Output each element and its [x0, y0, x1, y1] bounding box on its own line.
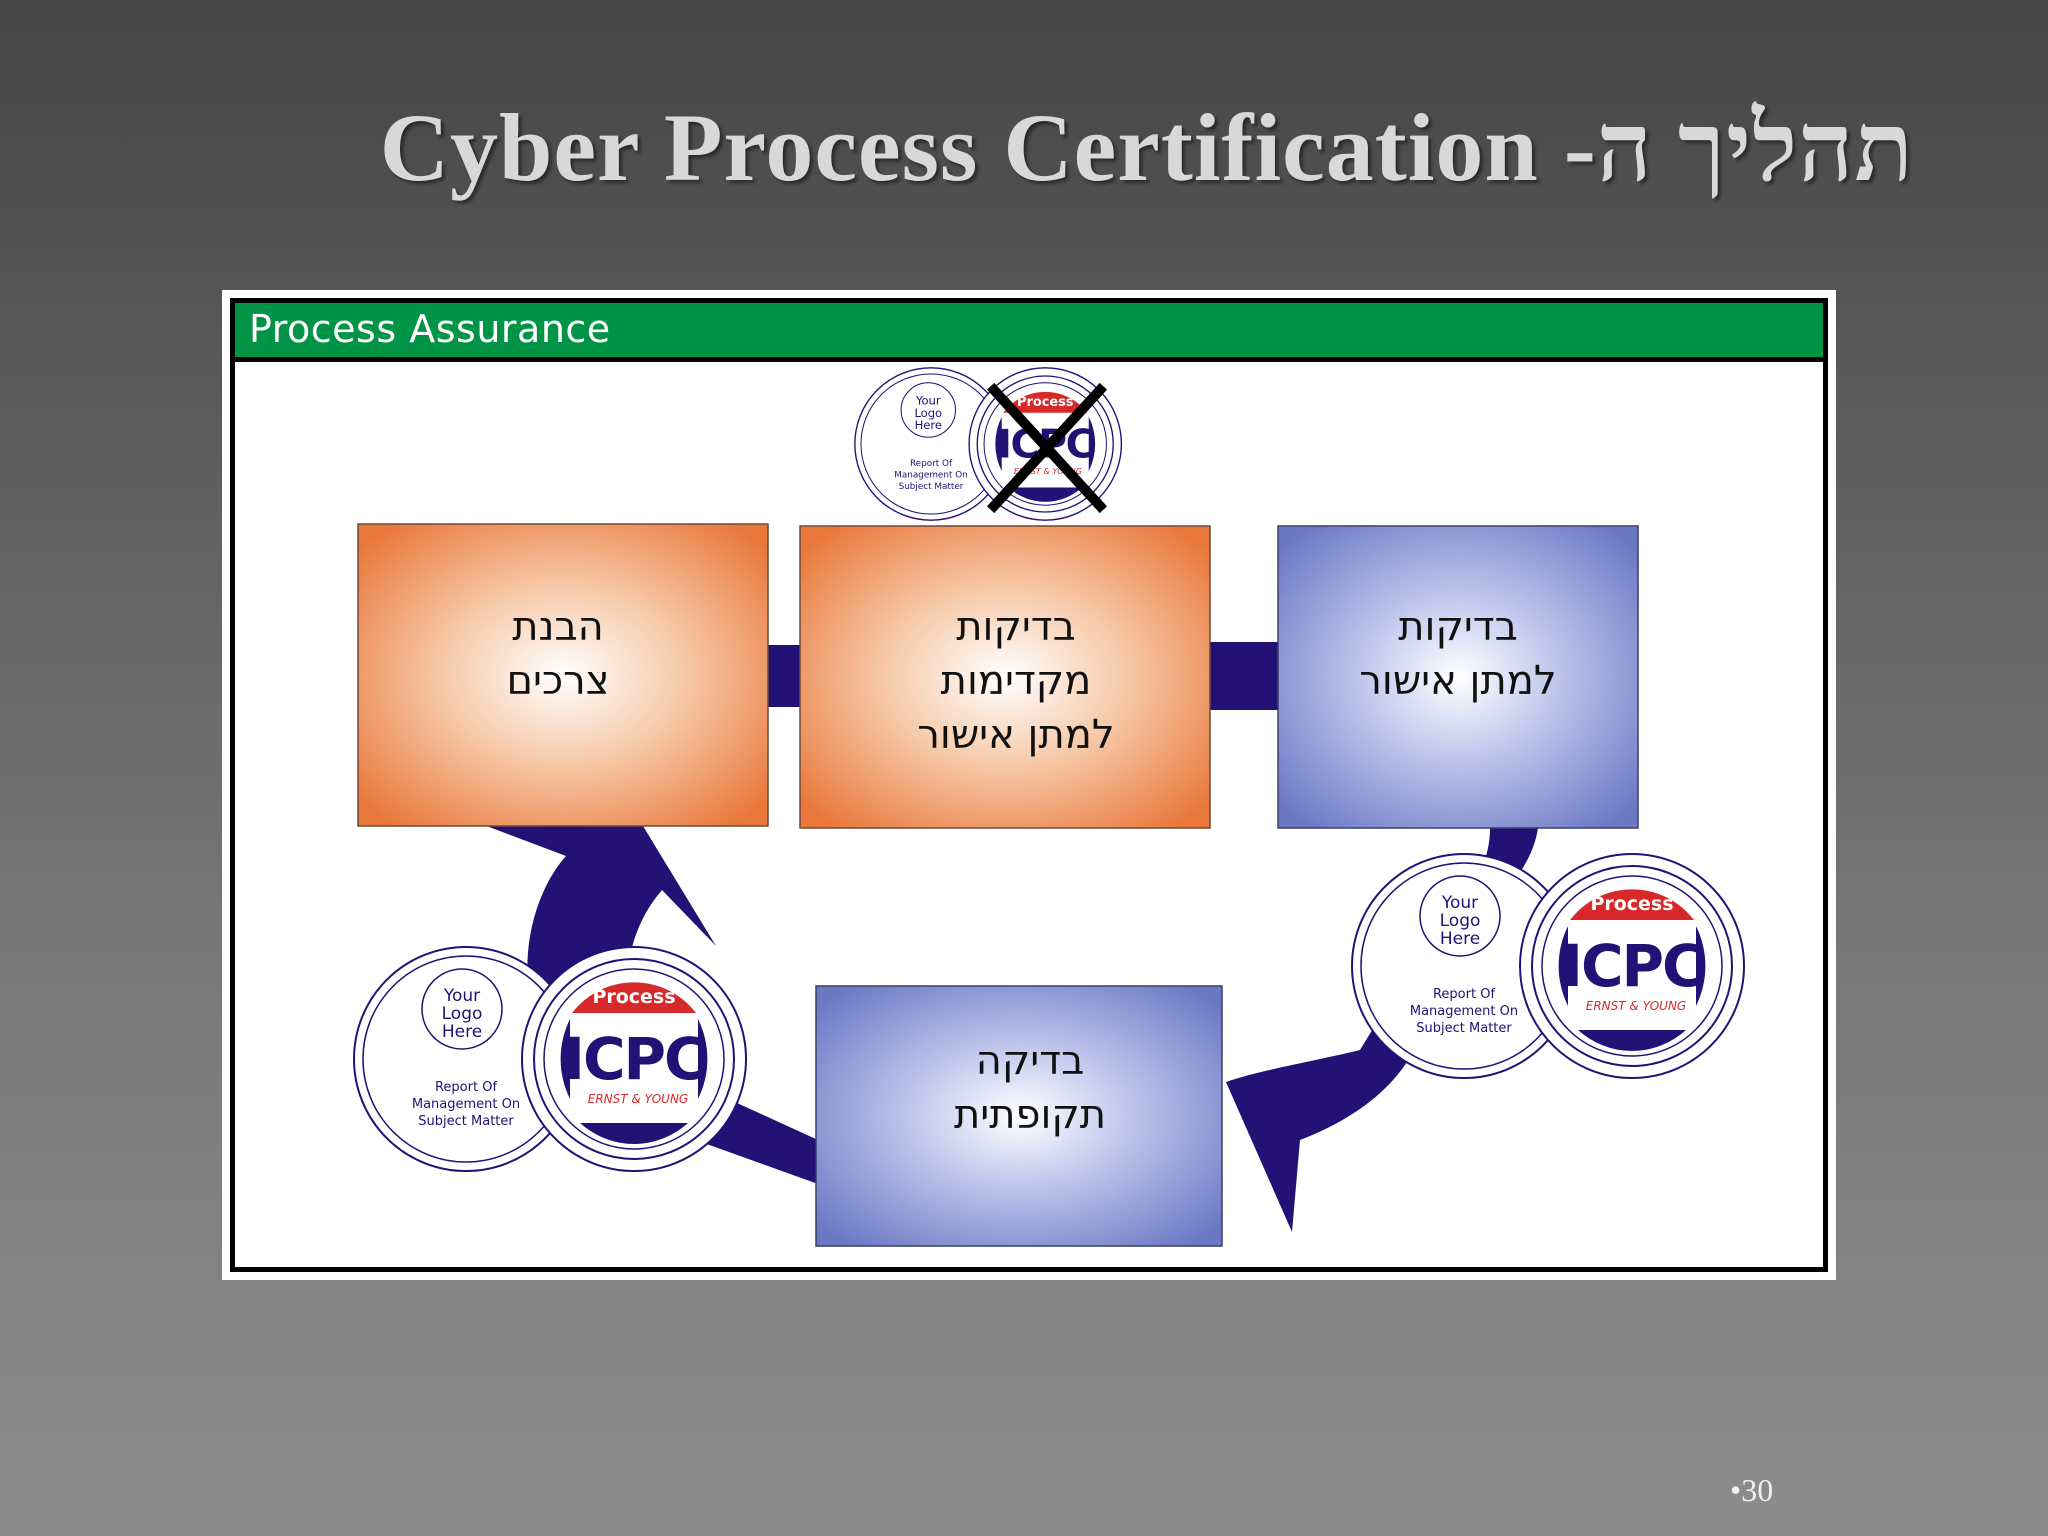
box1-line: הבנת — [512, 604, 604, 650]
box3-line: למתן אישור — [1359, 658, 1556, 704]
box1-line: צרכים — [507, 658, 610, 704]
box-periodic-check — [815, 985, 1223, 1247]
box4-line: תקופתית — [954, 1092, 1106, 1138]
box3-line: בדיקות — [1398, 604, 1517, 650]
box2-line: מקדימות — [941, 658, 1092, 704]
arrow-box4-to-box1 — [476, 808, 716, 1000]
box-understanding-needs — [357, 523, 769, 827]
diagram-header-title: Process Assurance — [249, 307, 611, 351]
box4-line: בדיקה — [976, 1038, 1084, 1084]
page-number: •30 — [1730, 1472, 1774, 1508]
seal-right — [1351, 853, 1745, 1079]
box2-line: למתן אישור — [917, 712, 1114, 758]
box2-line: בדיקות — [956, 604, 1075, 650]
slide-title: Cyber Process Certification -תהליך ה — [379, 94, 1914, 201]
box-approval-checks — [1277, 525, 1639, 829]
diagram-header-bar: Process Assurance — [235, 303, 1823, 362]
box-preliminary-checks — [799, 525, 1211, 829]
x-mark-icon — [986, 382, 1108, 514]
